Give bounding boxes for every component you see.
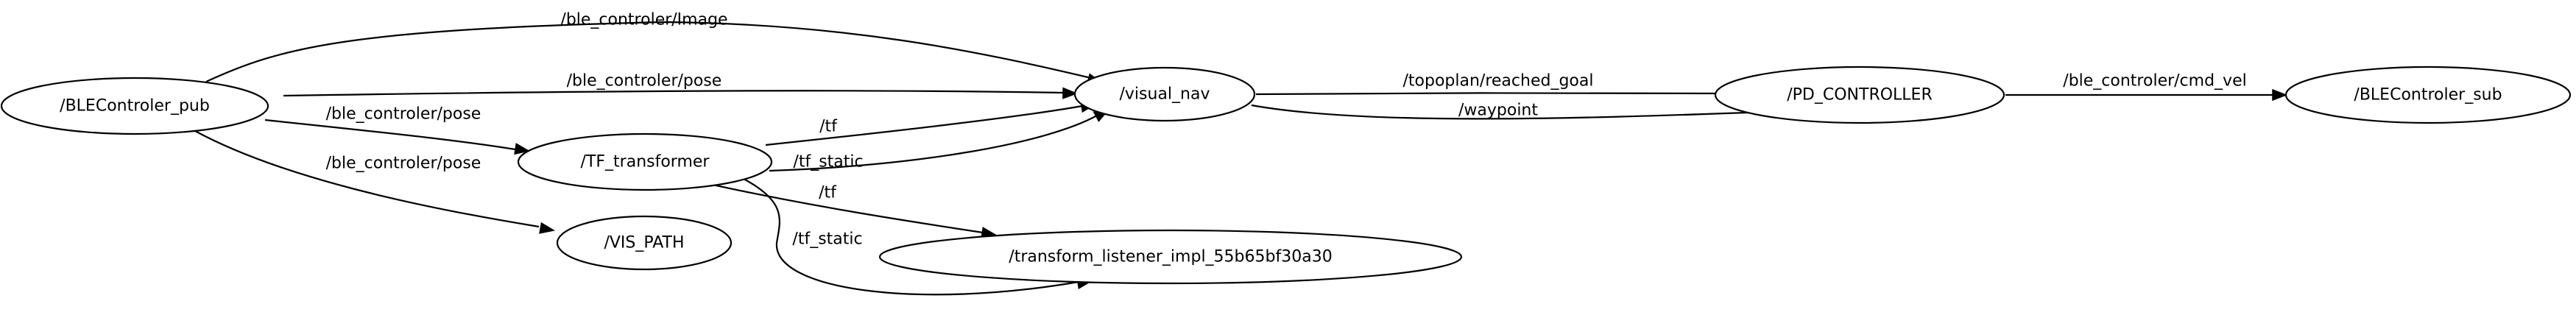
node-label: /TF_transformer [581, 153, 710, 171]
node-label: /transform_listener_impl_55b65bf30a30 [1009, 248, 1332, 266]
node-ellipse [0, 77, 269, 135]
node-ellipse [1073, 66, 1256, 122]
edge-label-ble-controler-cmd-vel: /ble_controler/cmd_vel [2063, 72, 2246, 91]
node-label: /BLEControler_sub [2354, 86, 2502, 105]
edge-tf_transformer-to-transform_listener [712, 183, 984, 234]
edge-label-topoplan-reached-goal: /topoplan/reached_goal [1403, 72, 1594, 91]
edge-visual_nav-to-pd_controller [1255, 92, 1723, 96]
node-ellipse [1714, 66, 2005, 124]
edge-labels-layer: /ble_controler/Image/ble_controler/pose /… [326, 11, 2247, 249]
edge-tf_transformer-to-visual_nav [769, 115, 1098, 172]
edge-blecontroler_pub-to-vis_path [194, 130, 540, 228]
edge-label-ble-controler-pose: /ble_controler/pose [326, 105, 481, 124]
arrowhead-icon [2272, 88, 2288, 102]
node-label: /VIS_PATH [604, 234, 684, 252]
node-tf-transformer[interactable]: /TF_transformer [517, 132, 773, 191]
arrowhead-icon [539, 222, 556, 234]
node-pd-controller[interactable]: /PD_CONTROLLER [1714, 66, 2005, 124]
node-visual-nav[interactable]: /visual_nav [1073, 66, 1256, 122]
edge-label-tf-static: /tf_static [793, 153, 863, 171]
edge-blecontroler_pub-to-visual_nav [283, 90, 1065, 97]
node-label: /visual_nav [1120, 85, 1210, 104]
arrowhead-icon [1062, 87, 1079, 99]
edge-tf_transformer-to-visual_nav [765, 105, 1083, 146]
node-label: /PD_CONTROLLER [1787, 86, 1933, 105]
node-vis-path[interactable]: /VIS_PATH [556, 215, 733, 271]
node-transform-listener[interactable]: /transform_listener_impl_55b65bf30a30 [878, 229, 1463, 285]
node-label: /BLEControler_pub [60, 97, 210, 116]
edge-label-tf: /tf [819, 118, 838, 136]
arrowhead-icon [514, 143, 531, 155]
node-ellipse [2284, 66, 2572, 124]
node-ellipse [517, 132, 773, 191]
edges-layer [194, 21, 2288, 296]
edge-blecontroler_pub-to-tf_transformer [264, 118, 516, 151]
edge-label-ble-controler-pose: /ble_controler/pose [326, 155, 481, 173]
node-blecontroler-sub[interactable]: /BLEControler_sub [2284, 66, 2572, 124]
edge-tf_transformer-to-transform_listener [743, 178, 1079, 296]
node-ellipse [878, 229, 1463, 285]
nodes-layer: /BLEControler_pub/visual_nav/TF_transfor… [0, 66, 2572, 285]
node-blecontroler-pub[interactable]: /BLEControler_pub [0, 77, 269, 135]
edge-visual_nav-to-pd_controller [1251, 104, 1768, 120]
edge-label-tf-static: /tf_static [792, 230, 862, 249]
edge-label-ble-controler-pose: /ble_controler/pose [567, 72, 722, 91]
edge-blecontroler_pub-to-visual_nav [205, 21, 1092, 82]
edge-label-waypoint: /waypoint [1458, 102, 1538, 120]
edge-label-ble-controler-image: /ble_controler/Image [560, 11, 727, 29]
edge-label-tf: /tf [819, 184, 837, 202]
node-ellipse [556, 215, 733, 271]
